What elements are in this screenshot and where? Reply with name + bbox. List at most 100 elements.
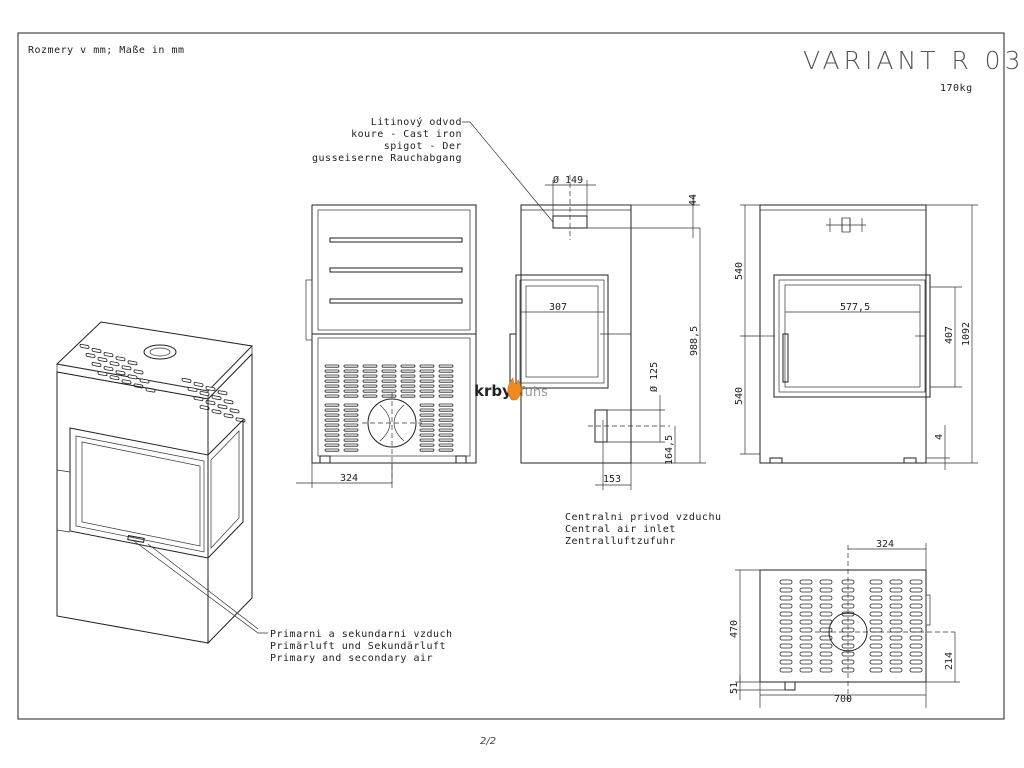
vent-slot <box>343 418 359 422</box>
vent-slot <box>400 374 416 378</box>
vent-slot <box>324 423 340 427</box>
weight-label: 170kg <box>940 83 973 94</box>
vent-slot <box>819 595 833 601</box>
vent-slot <box>909 659 923 665</box>
vent-slot <box>779 611 793 617</box>
vent-slot <box>419 403 435 407</box>
vent-slot <box>324 364 340 368</box>
vent-slot <box>343 394 359 398</box>
vent-slot <box>121 365 132 371</box>
vent-slot <box>889 587 903 593</box>
vent-slot <box>819 659 833 665</box>
iso-front-face <box>56 371 209 644</box>
vent-slot <box>799 611 813 617</box>
door-handle[interactable] <box>127 535 145 543</box>
vent-slot <box>799 635 813 641</box>
vent-slot <box>438 428 454 432</box>
vent-slot <box>400 394 416 398</box>
vent-slot <box>362 374 378 378</box>
vent-slot <box>381 379 397 383</box>
dim-top-inlet-width: 324 <box>876 539 894 550</box>
vent-slot <box>438 423 454 427</box>
vent-slot <box>419 389 435 393</box>
vent-slot <box>779 667 793 673</box>
vent-slot <box>343 379 359 383</box>
vent-slot <box>362 394 378 398</box>
vent-slot <box>419 394 435 398</box>
vent-slot <box>223 399 234 405</box>
vent-slot <box>199 405 210 411</box>
vent-slot <box>799 627 813 633</box>
central-air-note: Centralni privod vzduchu Central air inl… <box>565 512 721 547</box>
vent-slot <box>419 433 435 437</box>
vent-slot <box>362 379 378 383</box>
vent-slot <box>400 369 416 373</box>
dim-top-offset: 51 <box>729 682 740 694</box>
vent-slot <box>869 627 883 633</box>
dim-overall-height: 988,5 <box>689 326 700 356</box>
vent-slot <box>779 643 793 649</box>
vent-slot <box>799 667 813 673</box>
vent-slot <box>438 379 454 383</box>
central-air-line-2: Central air inlet <box>565 524 676 535</box>
vent-slot <box>324 384 340 388</box>
vent-slot <box>909 635 923 641</box>
vent-slot <box>909 595 923 601</box>
primary-air-note: Primarni a sekundarni vzduch Primärluft … <box>133 540 453 664</box>
vent-slot <box>438 408 454 412</box>
vent-slot <box>779 603 793 609</box>
vent-slot <box>419 379 435 383</box>
vent-slot <box>779 619 793 625</box>
vent-slot <box>343 369 359 373</box>
vent-slot <box>819 635 833 641</box>
vent-slot <box>909 667 923 673</box>
vent-slot <box>909 603 923 609</box>
vent-slot <box>381 374 397 378</box>
vent-slot <box>400 389 416 393</box>
vent-slot <box>235 417 246 423</box>
vent-slot <box>362 369 378 373</box>
vent-slot <box>799 619 813 625</box>
flue-note-line-1: Litinový odvod <box>371 116 462 128</box>
vent-slot <box>121 379 132 385</box>
dim-front-glass-width: 577,5 <box>840 302 870 313</box>
vent-slot <box>193 382 204 387</box>
flame-icon <box>507 377 522 401</box>
vent-slot <box>343 443 359 447</box>
vent-slot <box>889 603 903 609</box>
vent-slot <box>343 448 359 452</box>
vent-slot <box>419 374 435 378</box>
vent-slot <box>419 384 435 388</box>
vent-slot <box>909 579 923 585</box>
flue-outlet-note: Litinový odvod koure - Cast iron spigot … <box>312 116 462 164</box>
vent-slot <box>909 611 923 617</box>
dim-flue-diameter: Ø 149 <box>553 174 583 186</box>
vent-slot <box>343 374 359 378</box>
vent-slot <box>324 413 340 417</box>
dim-door-width: 307 <box>549 302 567 313</box>
vent-slot <box>217 404 228 410</box>
vent-slot <box>869 619 883 625</box>
vent-slot <box>889 627 903 633</box>
vent-slot <box>869 651 883 657</box>
vent-slot <box>324 369 340 373</box>
vent-slot <box>362 389 378 393</box>
vent-slot <box>779 627 793 633</box>
vent-slot <box>909 587 923 593</box>
vent-slot <box>909 651 923 657</box>
vent-slot <box>799 651 813 657</box>
vent-slot <box>869 667 883 673</box>
top-view: 324 470 214 700 51 <box>729 539 960 708</box>
vent-slot <box>133 369 144 375</box>
vent-slot <box>343 403 359 407</box>
primary-air-line-1: Primarni a sekundarni vzduch <box>270 629 453 640</box>
vent-slot <box>799 659 813 665</box>
vent-slot <box>343 384 359 388</box>
vent-slot <box>889 651 903 657</box>
vent-slot <box>362 364 378 368</box>
vent-slot <box>229 408 240 414</box>
vent-slot <box>115 370 126 376</box>
vent-slot <box>909 643 923 649</box>
vent-slot <box>324 433 340 437</box>
